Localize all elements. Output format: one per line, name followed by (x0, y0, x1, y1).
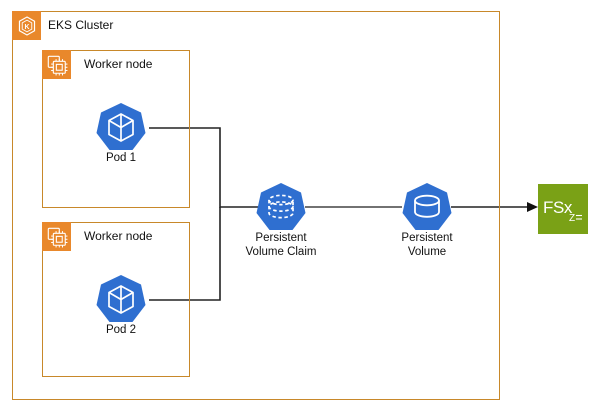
pv-label-line-1: Persistent (401, 232, 453, 244)
pvc-label-line-1: Persistent (255, 232, 307, 244)
pod-1-node[interactable] (93, 100, 149, 156)
persistent-volume-claim-node[interactable] (253, 180, 309, 236)
worker-node-2-boundary (42, 222, 190, 377)
svg-text:FSx: FSx (543, 198, 573, 217)
aws-fsx-service-box[interactable]: FSx Z (538, 184, 588, 234)
pod-1-label: Pod 1 (105, 152, 137, 164)
eks-kubernetes-hexagon-icon: K (12, 11, 41, 40)
persistent-volume-claim-label: Persistent Volume Claim (231, 232, 331, 259)
pod-2-label: Pod 2 (105, 324, 137, 336)
worker-node-1-boundary (42, 50, 190, 208)
cpu-chip-icon (42, 50, 71, 79)
persistent-volume-label: Persistent Volume (377, 232, 477, 259)
aws-fsx-icon: FSx Z (543, 198, 582, 224)
svg-text:K: K (24, 23, 29, 30)
worker-node-2-title: Worker node (84, 229, 153, 243)
svg-text:Z: Z (569, 213, 575, 224)
pv-label-line-2: Volume (407, 245, 447, 258)
eks-cluster-boundary (12, 11, 500, 400)
persistent-volume-node[interactable] (399, 180, 455, 236)
worker-node-1-title: Worker node (84, 57, 153, 71)
pvc-label-line-2: Volume Claim (245, 245, 317, 258)
cpu-chip-icon (42, 222, 71, 251)
arrowhead-icon (527, 202, 538, 212)
eks-cluster-title: EKS Cluster (48, 18, 114, 32)
pod-2-node[interactable] (93, 272, 149, 328)
